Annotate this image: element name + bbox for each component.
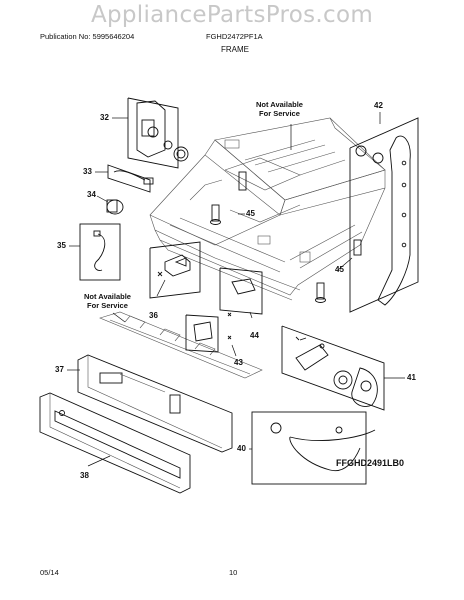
leveling-leg-right: [315, 239, 362, 303]
note-line-2: For Service: [259, 109, 300, 118]
frame-base: [149, 117, 386, 301]
callout-37: 37: [55, 365, 64, 374]
callout-44: 44: [250, 331, 259, 340]
part-37: [77, 354, 233, 453]
callout-32: 32: [100, 113, 109, 122]
model-number: FGHD2472PF1A: [206, 32, 263, 41]
callout-42: 42: [374, 101, 383, 110]
part-32: [127, 97, 189, 169]
part-41: [281, 325, 385, 411]
note-line-2: For Service: [87, 301, 128, 310]
diagram-code: FFGHD2491LB0: [336, 458, 405, 468]
section-title: FRAME: [221, 45, 249, 54]
part-34: [106, 199, 124, 215]
page-number: 10: [229, 568, 238, 577]
note-line-1: Not Available: [84, 292, 131, 301]
callout-43: 43: [234, 358, 243, 367]
part-38: [39, 392, 191, 494]
not-available-note-top: Not Available For Service: [256, 100, 303, 118]
callout-45-right: 45: [335, 265, 344, 274]
callout-34: 34: [87, 190, 96, 199]
callout-35: 35: [57, 241, 66, 250]
callout-33: 33: [83, 167, 92, 176]
part-35: [79, 223, 121, 281]
callout-41: 41: [407, 373, 416, 382]
watermark: AppliancePartsPros.com: [90, 2, 374, 28]
leveling-leg-left: [210, 171, 247, 225]
not-available-note-left: Not Available For Service: [84, 292, 131, 310]
part-36: [149, 241, 201, 299]
callout-45-left: 45: [246, 209, 255, 218]
note-line-1: Not Available: [256, 100, 303, 109]
footer-date: 05/14: [40, 568, 59, 577]
part-33: [107, 164, 154, 193]
part-42: [349, 117, 419, 313]
leader-lines: [67, 112, 405, 467]
callout-40: 40: [237, 444, 246, 453]
part-43: [185, 314, 232, 353]
publication-number: Publication No: 5995646204: [40, 32, 135, 41]
part-44: [219, 267, 263, 317]
callout-36: 36: [149, 311, 158, 320]
part-40: [251, 411, 376, 485]
callout-38: 38: [80, 471, 89, 480]
